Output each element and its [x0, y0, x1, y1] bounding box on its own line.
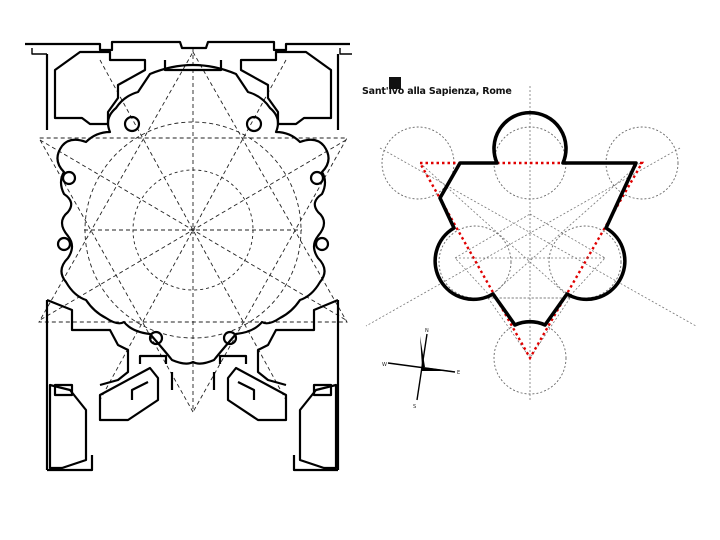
geometric-diagram: N E W S	[365, 77, 697, 410]
compass-label-west: W	[382, 362, 387, 368]
compass-label-south: S	[413, 404, 416, 410]
plan-construction-lines	[38, 48, 348, 413]
compass-label-north: N	[425, 328, 429, 334]
floor-plan-drawing	[25, 40, 352, 472]
compass-rose: N E W S	[382, 328, 460, 410]
red-construction-triangle	[417, 161, 645, 361]
plan-nave-outline	[56, 63, 330, 365]
diagram-caption: Sant'Ivo alla Sapienza, Rome	[362, 86, 512, 97]
plan-walls	[25, 40, 352, 472]
compass-label-east: E	[457, 370, 460, 376]
diagram-plan-outline	[433, 110, 638, 327]
caption-marker	[389, 77, 401, 89]
diagram-construction-lines	[365, 86, 697, 400]
